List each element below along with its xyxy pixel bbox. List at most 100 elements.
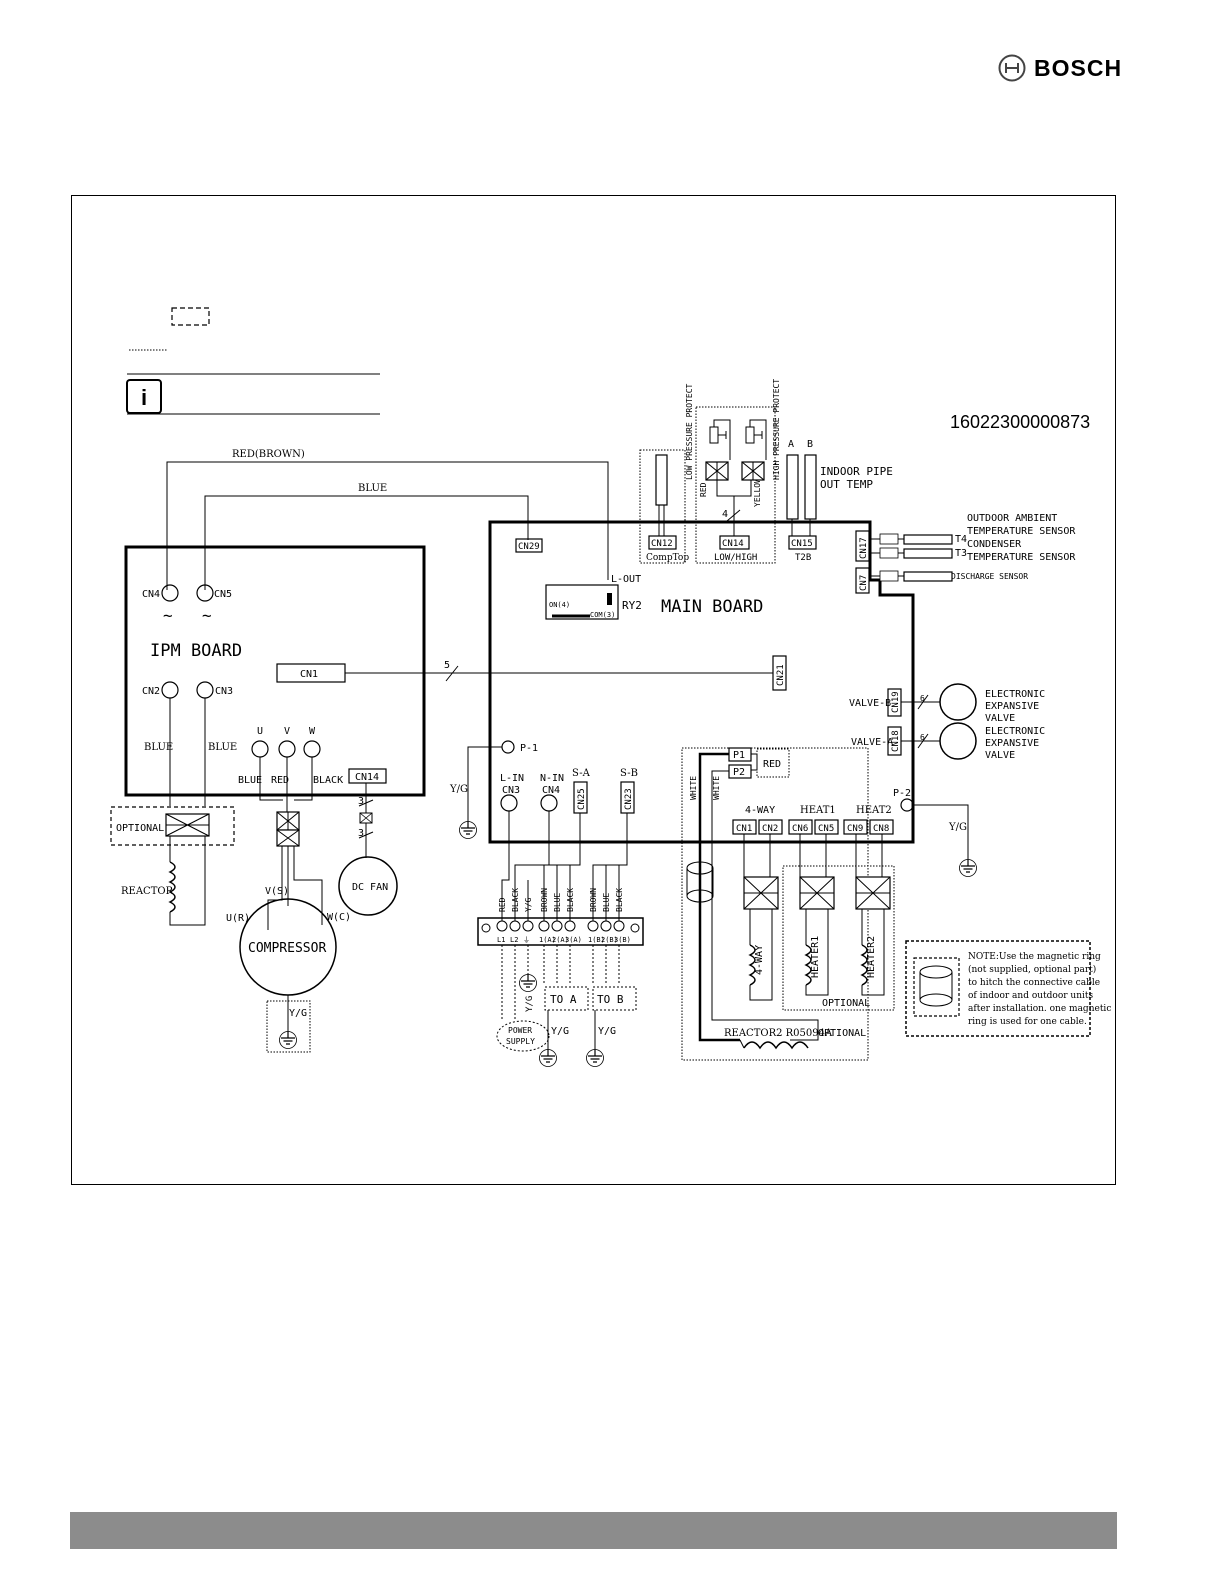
main-cn12-connector — [648, 535, 677, 550]
ipm-cn3-connector — [196, 681, 214, 699]
power-ground-icon — [518, 973, 538, 993]
brand-logo: BOSCH — [998, 54, 1122, 82]
to-a-yg-label: Y/G — [551, 1026, 569, 1037]
expansion-valve-a — [939, 722, 977, 760]
info-icon: i — [126, 379, 162, 414]
ipm-v-label: V — [284, 726, 290, 737]
sensor-a-label: A — [788, 439, 794, 450]
cn3-wire-color: BLUE — [208, 742, 237, 753]
main-cn23-label: CN23 — [624, 788, 634, 810]
to-b-label: TO B — [597, 993, 624, 1006]
high-pressure-label: HIGH PRESSURE PROTECT — [772, 379, 781, 480]
wire-label-red-brown: RED(BROWN) — [232, 449, 305, 460]
valve-a-wire-count: 6 — [920, 733, 925, 742]
indoor-pipe-label: INDOOR PIPE — [820, 465, 893, 478]
low-pressure-wire-color: RED — [699, 482, 708, 497]
p1-ground-icon — [458, 820, 478, 840]
heat1-header-label: HEAT1 — [800, 805, 836, 816]
main-cn29-connector — [515, 538, 543, 553]
bus-wire-count: 5 — [444, 660, 450, 671]
high-pressure-wire-color: YELLOW — [753, 478, 762, 507]
relay-ry2 — [545, 584, 619, 620]
magnetic-ring-icon — [919, 965, 953, 979]
ipm-board-title: IPM BOARD — [150, 641, 242, 661]
note-line: after installation. one magnetic — [968, 1004, 1111, 1014]
valve-b-label: VALVE-B — [849, 698, 891, 709]
heaters-optional-label: OPTIONAL — [822, 998, 870, 1009]
t4-sensor — [903, 534, 953, 545]
terminal-label: 3(B) — [614, 936, 631, 944]
relay-ry2-label: RY2 — [622, 599, 642, 612]
condenser-label: CONDENSER — [967, 539, 1022, 550]
ipm-cn5-connector — [196, 584, 214, 602]
main-cn7-label: CN7 — [859, 575, 869, 591]
compressor-label: COMPRESSOR — [248, 941, 326, 956]
main-cn7-connector — [855, 567, 870, 594]
discharge-sensor-label: DISCHARGE SENSOR — [951, 572, 1028, 581]
heater2-coil-label: HEATER2 — [866, 936, 877, 978]
reactor-label: REACTOR — [121, 886, 174, 897]
compressor-ground-box — [266, 1000, 311, 1053]
four-way-header-label: 4-WAY — [745, 805, 775, 816]
main-cn14-connector — [719, 535, 750, 550]
t2b-label: T2B — [795, 553, 811, 563]
eev-a-line1: ELECTRONIC — [985, 726, 1045, 737]
pressure-protect-box — [695, 406, 776, 564]
t3-sensor — [903, 548, 953, 559]
fan-wire-count-a: 3 — [358, 796, 364, 807]
note-line: of indoor and outdoor units — [968, 991, 1094, 1001]
t4-label: T4 — [955, 534, 967, 545]
low-pressure-filter — [705, 461, 729, 481]
note-box — [905, 940, 1091, 1037]
brand-name: BOSCH — [1034, 54, 1123, 81]
terminal-block — [477, 917, 644, 946]
valve-a-label: VALVE-A — [851, 737, 893, 748]
to-a-box — [544, 986, 589, 1011]
p2-ground-label: P-2 — [893, 788, 911, 799]
main-cn17-connector — [855, 530, 870, 562]
s-b-label: S-B — [620, 768, 638, 779]
to-a-label: TO A — [550, 993, 577, 1006]
main-cn5-label: CN5 — [818, 824, 834, 834]
eev-b-line3: VALVE — [985, 713, 1015, 724]
terminal-label: ⏚ — [523, 936, 530, 944]
terminal-label: L2 — [510, 936, 518, 944]
heaters-optional-box — [782, 865, 895, 1011]
main-cn25-label: CN25 — [577, 788, 587, 810]
discharge-sensor — [903, 571, 953, 582]
compressor-vs-label: V(S) — [265, 886, 289, 897]
diagram-code: 16022300000873 — [950, 412, 1090, 432]
ipm-u-terminal — [251, 740, 269, 758]
p2-ground-icon — [958, 858, 978, 878]
dc-fan — [338, 856, 398, 916]
ipm-v-wire-color: RED — [271, 775, 289, 786]
to-a-ground-icon — [538, 1048, 558, 1068]
fan-wire-count-b: 3 — [358, 828, 364, 839]
terminal-screws — [496, 920, 625, 932]
temperature-sensor-label-1: TEMPERATURE SENSOR — [967, 526, 1076, 537]
dashed-legend-box — [171, 307, 210, 326]
ipm-board — [124, 545, 426, 797]
p2-yg-label: Y/G — [948, 822, 967, 833]
pressure-wire-count: 4 — [722, 509, 728, 520]
terminal-yg-label: Y/G — [525, 996, 535, 1012]
main-board — [488, 520, 915, 844]
compressor-ur-label: U(R) — [226, 913, 250, 924]
relay-com3-label: COM(3) — [590, 611, 615, 619]
comptop-sensor — [655, 454, 668, 506]
relay-on4-label: ON(4) — [549, 601, 570, 609]
terminal-label: 2(B) — [601, 936, 618, 944]
terminal-label: 1(A) — [539, 936, 556, 944]
high-pressure-filter — [741, 461, 765, 481]
main-cn6-label: CN6 — [792, 824, 808, 834]
compressor-yg-label: Y/G — [289, 1008, 307, 1019]
p1-yg-label: Y/G — [449, 784, 468, 795]
p1-ground-label: P-1 — [520, 743, 538, 754]
low-pressure-label: LOW PRESSURE PROTECT — [685, 383, 694, 480]
ipm-cn4-connector — [161, 584, 179, 602]
ipm-cn14-label: CN14 — [355, 772, 379, 783]
eev-b-line1: ELECTRONIC — [985, 689, 1045, 700]
n-in-terminal — [540, 794, 558, 812]
reactor-coil — [168, 861, 176, 913]
note-line: (not supplied, optional part) — [968, 964, 1096, 975]
